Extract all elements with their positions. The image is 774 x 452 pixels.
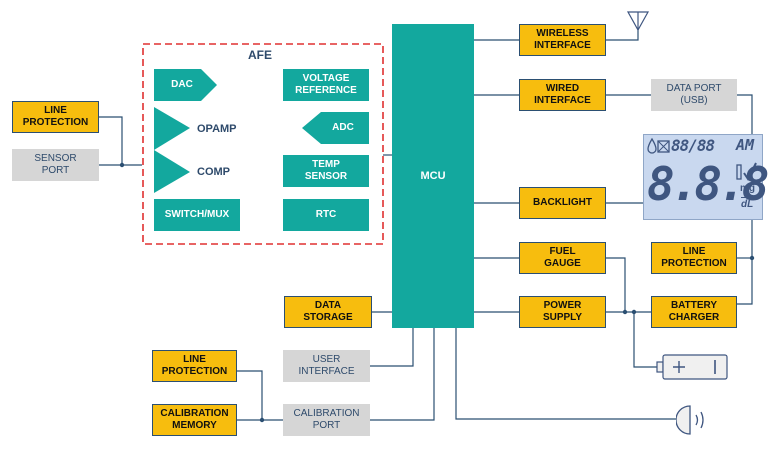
antenna-icon bbox=[626, 11, 650, 32]
envelope-icon bbox=[657, 140, 670, 153]
thermometer-icon bbox=[736, 164, 742, 180]
user-interface: USER INTERFACE bbox=[283, 350, 370, 382]
lcd-am: AM bbox=[736, 136, 755, 154]
drop-icon bbox=[647, 137, 657, 154]
voltage-reference-label: VOLTAGE REFERENCE bbox=[295, 73, 357, 96]
calibration-port: CALIBRATION PORT bbox=[283, 404, 370, 436]
adc-shape bbox=[302, 112, 369, 144]
sensor-port: SENSOR PORT bbox=[12, 149, 99, 181]
speaker-icon bbox=[676, 405, 704, 435]
temp-sensor-shape bbox=[283, 155, 369, 187]
power-supply: POWER SUPPLY bbox=[519, 296, 606, 328]
fuel-gauge: FUEL GAUGE bbox=[519, 242, 606, 274]
dac-shape bbox=[154, 69, 217, 101]
check-icon bbox=[743, 162, 757, 181]
backlight: BACKLIGHT bbox=[519, 187, 606, 219]
lcd-display: 88/88 AM 8.8.8 mg dL bbox=[643, 134, 770, 220]
rtc-shape bbox=[283, 199, 369, 231]
battery-icon bbox=[656, 354, 728, 380]
comp-triangle bbox=[154, 150, 190, 193]
mcu-block: MCU bbox=[392, 24, 474, 328]
battery-charger: BATTERY CHARGER bbox=[651, 296, 737, 328]
afe-title: AFE bbox=[248, 48, 272, 62]
adc-label: ADC bbox=[332, 122, 354, 133]
line-protection-power: LINE PROTECTION bbox=[651, 242, 737, 274]
data-port-usb: DATA PORT (USB) bbox=[651, 79, 737, 111]
wired-interface: WIRED INTERFACE bbox=[519, 79, 606, 111]
lcd-icons bbox=[647, 137, 757, 181]
line-protection-calibration: LINE PROTECTION bbox=[152, 350, 237, 382]
opamp-triangle bbox=[154, 107, 190, 150]
temp-sensor-label: TEMP SENSOR bbox=[304, 159, 348, 182]
dac-label: DAC bbox=[171, 79, 193, 90]
comp-label: COMP bbox=[197, 166, 230, 178]
lcd-big-digits: 8.8.8 bbox=[647, 157, 770, 211]
lcd-top-digits: 88/88 bbox=[671, 136, 715, 155]
opamp-label: OPAMP bbox=[197, 123, 237, 135]
lcd-unit-bottom: dL bbox=[741, 197, 754, 210]
rtc-label: RTC bbox=[315, 209, 337, 220]
voltage-reference-shape bbox=[283, 69, 369, 101]
data-storage: DATA STORAGE bbox=[284, 296, 372, 328]
calibration-memory: CALIBRATION MEMORY bbox=[152, 404, 237, 436]
wireless-interface: WIRELESS INTERFACE bbox=[519, 24, 606, 56]
switch-mux-shape bbox=[154, 199, 240, 231]
switch-mux-label: SWITCH/MUX bbox=[164, 209, 230, 220]
line-protection-sensor: LINE PROTECTION bbox=[12, 101, 99, 133]
lcd-unit-top: mg bbox=[740, 183, 755, 194]
